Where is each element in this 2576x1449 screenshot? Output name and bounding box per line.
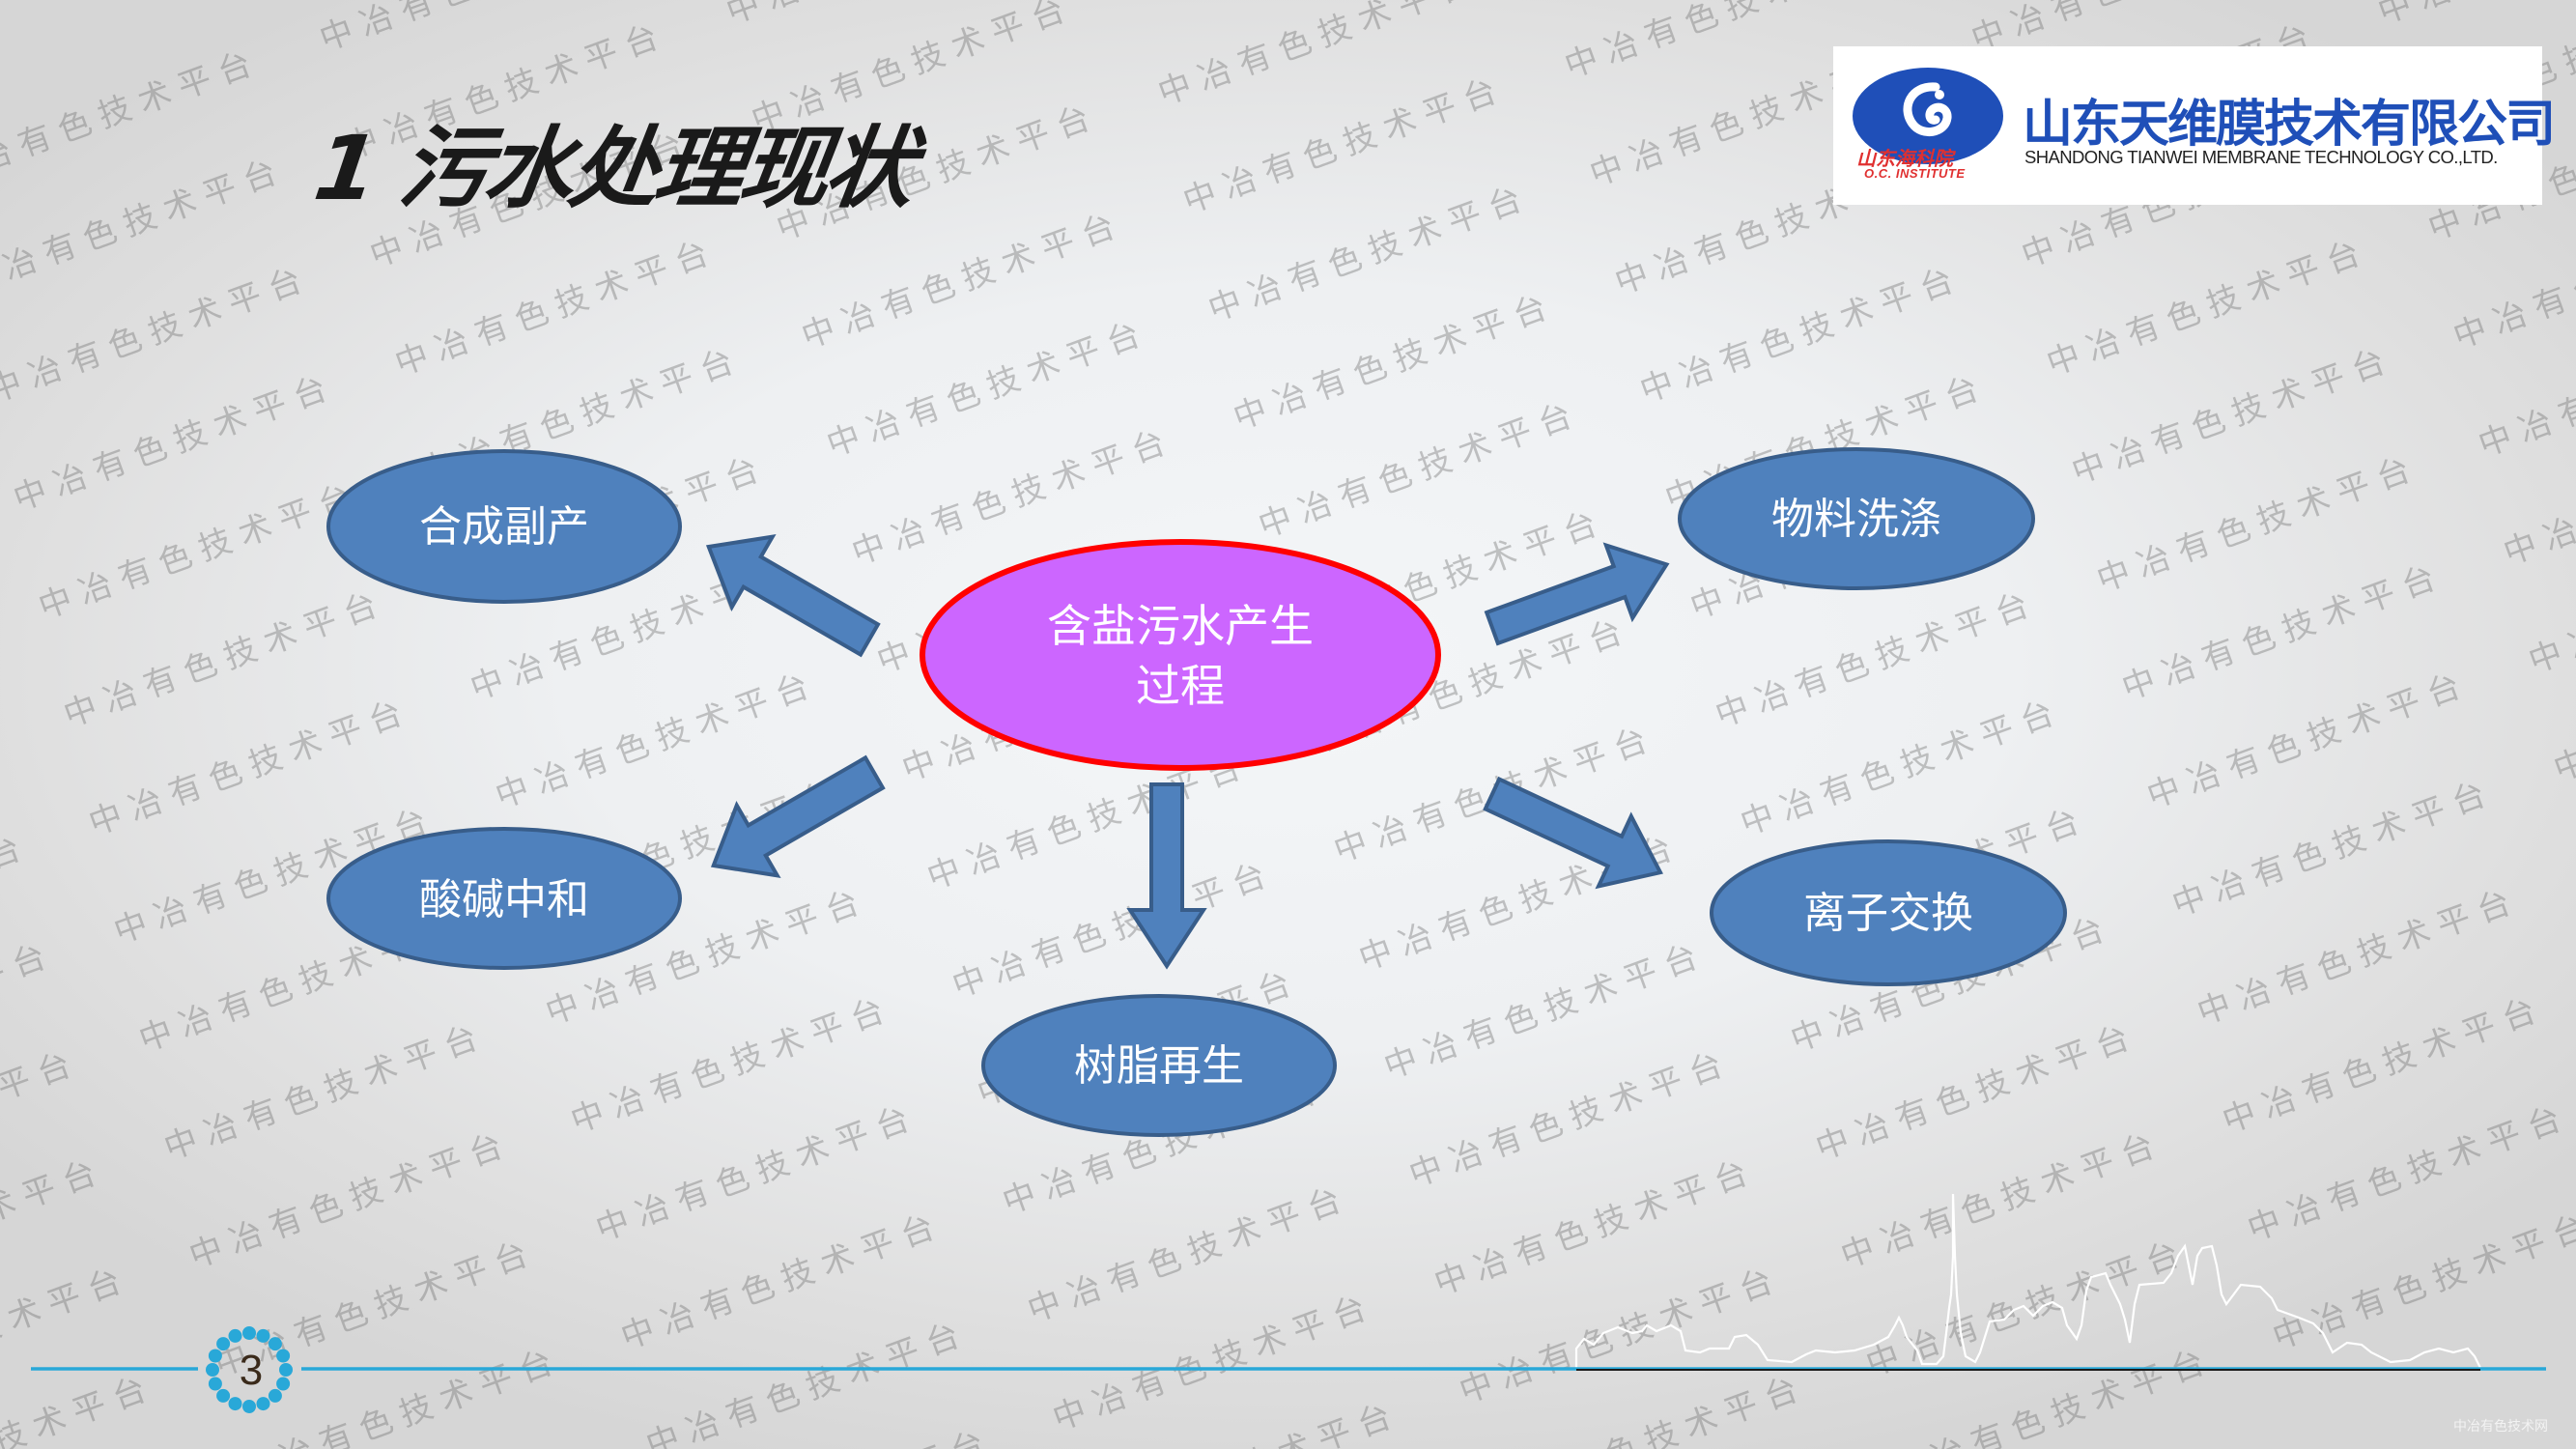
company-name-cn: 山东天维膜技术有限公司 <box>2023 96 2556 154</box>
page-number-badge: 3 <box>206 1326 293 1413</box>
page-badge-dot-icon <box>206 1363 219 1377</box>
node-synthesis: 合成副产 <box>326 449 682 604</box>
page-badge-dot-icon <box>279 1363 293 1377</box>
page-badge-dot-icon <box>228 1397 242 1411</box>
brand-watermark-mark: 中冶有色技术网 <box>2453 1419 2548 1435</box>
center-node-label-line2: 过程 <box>1136 660 1225 712</box>
page-badge-dot-icon <box>216 1388 231 1403</box>
page-badge-dot-icon <box>268 1337 282 1351</box>
node-washing-label: 物料洗涤 <box>1771 495 1941 544</box>
page-badge-dot-icon <box>242 1400 256 1413</box>
page-number: 3 <box>240 1347 263 1394</box>
arrow-to-resin-icon <box>1126 782 1207 970</box>
arrow-to-neutralization-icon <box>710 754 886 878</box>
node-ion-exchange: 离子交换 <box>1710 839 2067 986</box>
node-resin: 树脂再生 <box>981 994 1337 1137</box>
node-washing: 物料洗涤 <box>1678 447 2035 590</box>
page-badge-dot-icon <box>276 1349 291 1363</box>
institute-name-en: O.C. INSTITUTE <box>1864 166 1966 181</box>
page-badge-dot-icon <box>208 1349 222 1363</box>
node-synthesis-label: 合成副产 <box>419 502 589 552</box>
page-badge-dot-icon <box>276 1377 291 1391</box>
company-logo: 山东海科院 O.C. INSTITUTE 山东天维膜技术有限公司 SHANDON… <box>1833 46 2556 205</box>
page-badge-dot-icon <box>208 1377 222 1391</box>
arrow-to-synthesis-icon <box>705 534 881 658</box>
city-skyline-icon <box>1574 1193 2481 1369</box>
node-neutralization: 酸碱中和 <box>326 827 682 970</box>
arrow-to-washing-icon <box>1484 542 1670 646</box>
page-badge-dot-icon <box>242 1326 256 1340</box>
page-badge-dot-icon <box>256 1397 270 1411</box>
center-node: 含盐污水产生 过程 <box>920 539 1441 771</box>
page-badge-dot-icon <box>256 1328 270 1343</box>
page-badge-dot-icon <box>268 1388 282 1403</box>
page-badge-dot-icon <box>216 1337 231 1351</box>
logo-emblem-icon <box>1853 68 2003 164</box>
institute-name-cn: 山东海科院 <box>1856 147 1953 170</box>
node-resin-label: 树脂再生 <box>1074 1041 1244 1091</box>
page-badge-dot-icon <box>228 1328 242 1343</box>
node-ion-exchange-label: 离子交换 <box>1803 889 1973 938</box>
node-neutralization-label: 酸碱中和 <box>419 875 589 924</box>
arrow-to-ion-exchange-icon <box>1483 776 1663 890</box>
center-node-label-line1: 含盐污水产生 <box>1047 600 1314 652</box>
company-name-en: SHANDONG TIANWEI MEMBRANE TECHNOLOGY CO.… <box>2024 147 2498 167</box>
